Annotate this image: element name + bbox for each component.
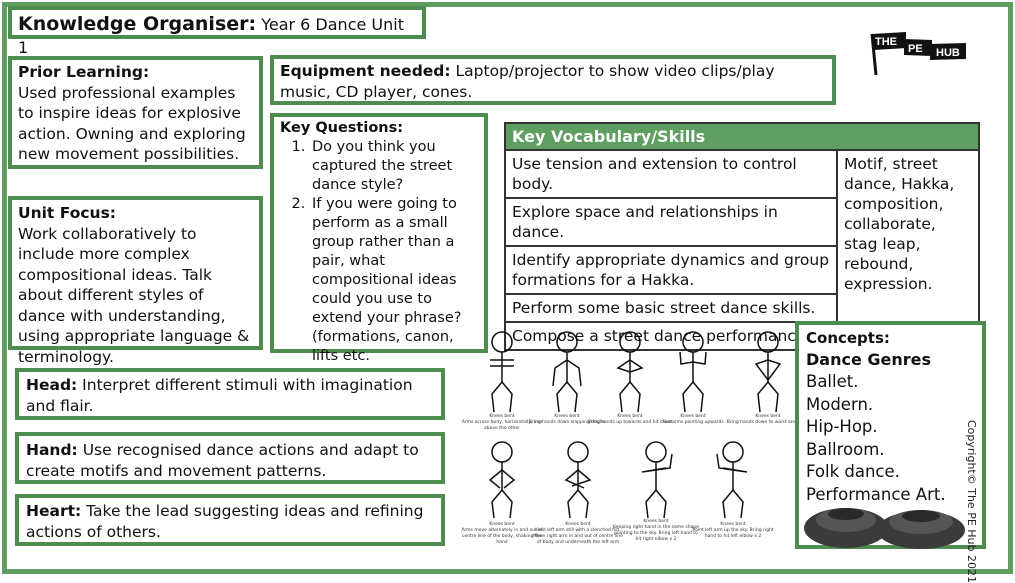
svg-text:THE: THE xyxy=(875,36,897,48)
prior-learning-text: Used professional examples to inspire id… xyxy=(18,83,246,164)
genre-list: Ballet. Modern. Hip-Hop. Ballroom. Folk … xyxy=(806,371,975,506)
copyright-text: Copyright© The PE Hub 2021 xyxy=(965,420,978,583)
stick-figure xyxy=(462,330,542,440)
genre-item: Modern. xyxy=(806,394,874,414)
prior-learning-heading: Prior Learning: xyxy=(18,63,150,81)
hand-text: Use recognised dance actions and adapt t… xyxy=(26,441,419,480)
cones-image xyxy=(804,508,965,549)
page-title: Knowledge Organiser: Year 6 Dance Unit 1 xyxy=(18,13,404,57)
svg-text:HUB: HUB xyxy=(936,47,960,59)
hand-box: Hand: Use recognised dance actions and a… xyxy=(15,432,445,484)
concepts-heading: Concepts: xyxy=(806,329,890,347)
key-questions-box: Key Questions: Do you think you captured… xyxy=(270,113,488,364)
heart-label: Heart: xyxy=(26,502,82,520)
head-box: Head: Interpret different stimuli with i… xyxy=(15,368,445,420)
key-question-item: Do you think you captured the street dan… xyxy=(310,138,478,195)
genre-item: Hip-Hop. xyxy=(806,417,878,436)
key-questions-heading: Key Questions: xyxy=(280,120,404,136)
concepts-subheading: Dance Genres xyxy=(806,350,932,369)
equipment-text: Laptop/projector to show video clips/pla… xyxy=(280,62,775,101)
stick-figure xyxy=(462,440,542,550)
vocabulary-heading: Key Vocabulary/Skills xyxy=(504,122,980,151)
heart-text: Take the lead suggesting ideas and refin… xyxy=(26,502,424,541)
key-questions-list: Do you think you captured the street dan… xyxy=(280,138,478,366)
title-box: Knowledge Organiser: Year 6 Dance Unit 1 xyxy=(8,6,426,57)
key-question-item: If you were going to perform as a small … xyxy=(310,195,478,366)
hand-label: Hand: xyxy=(26,441,78,459)
stick-figure xyxy=(590,330,670,440)
stick-figure xyxy=(693,440,773,550)
equipment-box: Equipment needed: Laptop/projector to sh… xyxy=(270,55,836,105)
stick-figure xyxy=(527,330,607,440)
pe-hub-logo: THE PE HUB xyxy=(866,30,970,76)
vocabulary-table: Key Vocabulary/Skills Use tension and ex… xyxy=(504,122,980,351)
unit-focus-heading: Unit Focus: xyxy=(18,204,116,222)
vocabulary-row: Perform some basic street dance skills. xyxy=(504,293,838,323)
heart-box: Heart: Take the lead suggesting ideas an… xyxy=(15,494,445,546)
page-frame xyxy=(2,2,1013,574)
head-text: Interpret different stimuli with imagina… xyxy=(26,376,413,415)
equipment-heading: Equipment needed: xyxy=(280,62,451,80)
genre-item: Ballroom. xyxy=(806,439,885,459)
stick-figure xyxy=(653,330,733,440)
svg-text:PE: PE xyxy=(908,43,923,55)
vocabulary-row: Identify appropriate dynamics and group … xyxy=(504,245,838,295)
vocabulary-row: Use tension and extension to control bod… xyxy=(504,149,838,199)
genre-item: Performance Art. xyxy=(806,484,946,504)
vocabulary-keywords: Motif, street dance, Hakka, composition,… xyxy=(836,149,980,351)
stick-figure xyxy=(728,330,808,440)
head-label: Head: xyxy=(26,376,78,394)
vocabulary-row: Explore space and relationships in dance… xyxy=(504,197,838,247)
prior-learning-box: Prior Learning: Used professional exampl… xyxy=(8,56,263,169)
concepts-box: Concepts: Dance Genres Ballet. Modern. H… xyxy=(795,321,986,549)
stick-figure xyxy=(616,440,696,550)
genre-item: Ballet. xyxy=(806,372,859,391)
unit-focus-box: Unit Focus: Work collaboratively to incl… xyxy=(8,196,263,366)
unit-focus-text: Work collaboratively to include more com… xyxy=(18,224,250,366)
stick-figure xyxy=(538,440,618,550)
genre-item: Folk dance. xyxy=(806,462,900,481)
